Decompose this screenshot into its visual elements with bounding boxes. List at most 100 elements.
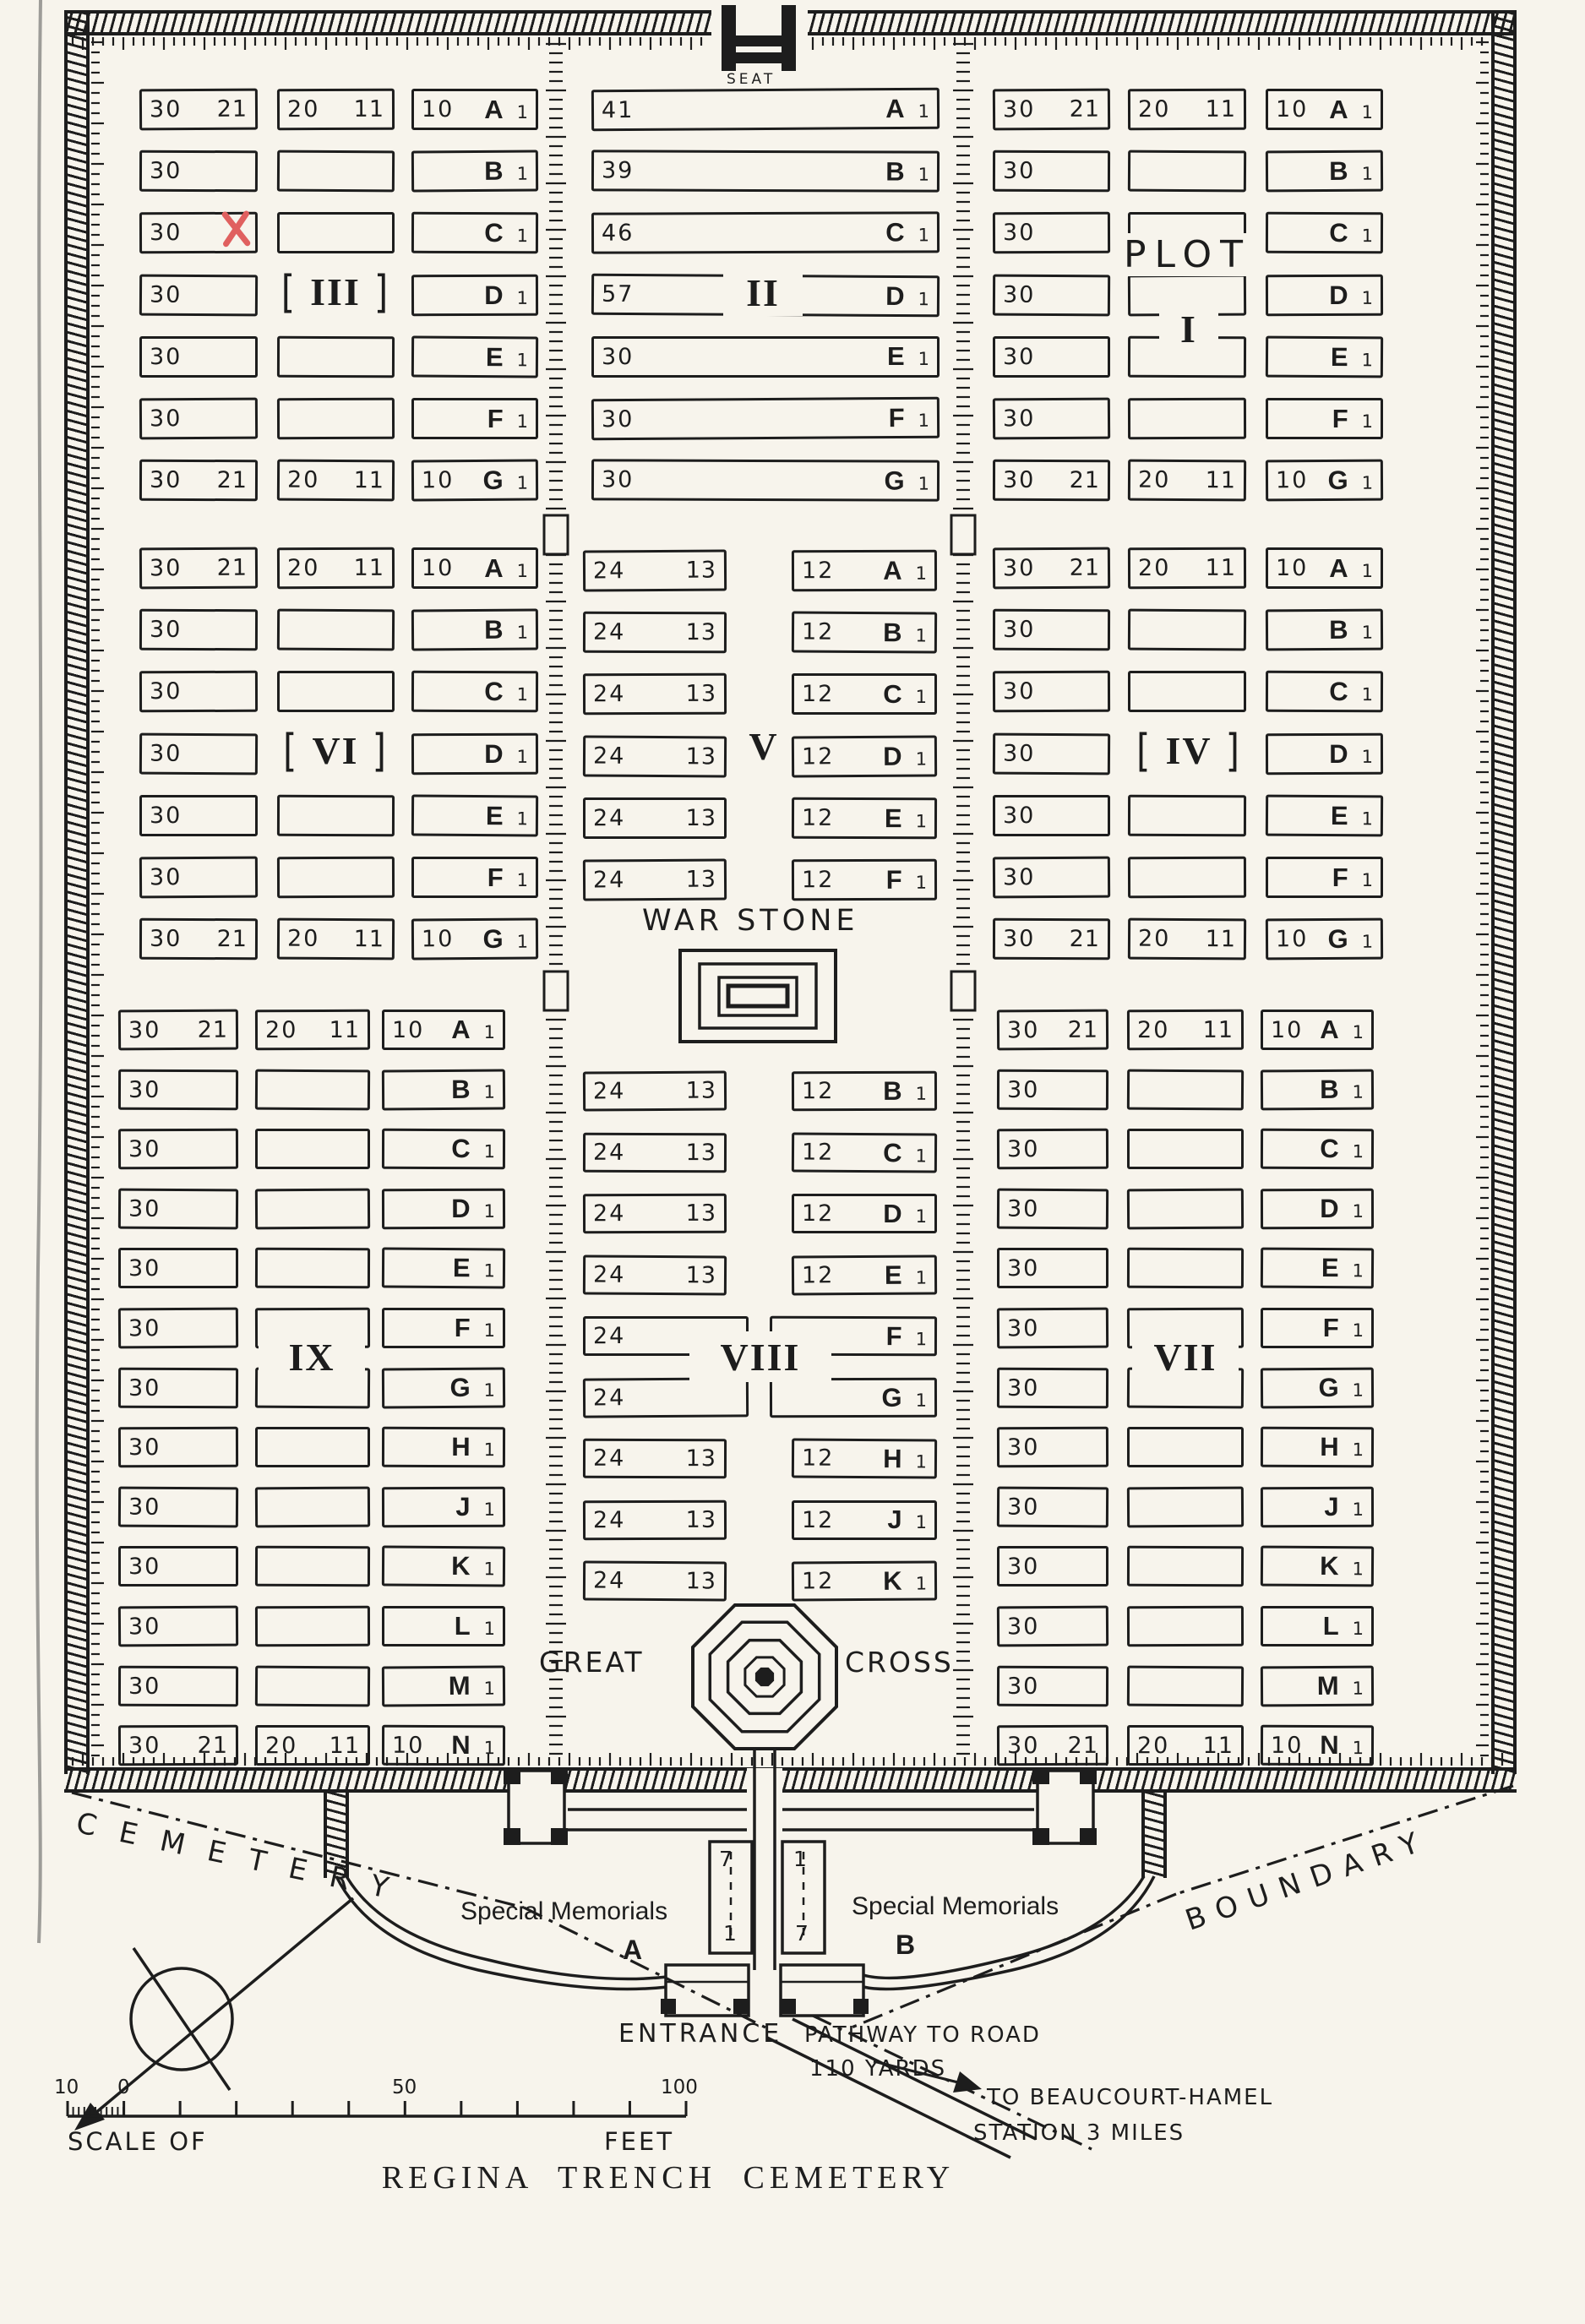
grave-number-left: 12	[801, 618, 835, 645]
row-letter: G	[482, 923, 504, 954]
row-end-group: 11	[1206, 467, 1237, 493]
grave-row-box-IX-E-2	[254, 1248, 371, 1289]
row-letter: D	[1329, 280, 1348, 310]
row-end-group: 13	[686, 1200, 716, 1227]
grave-row-box-III-F-1: 30	[139, 397, 259, 440]
path-gate-mark	[542, 970, 569, 1012]
grave-number-right: 11	[353, 926, 385, 953]
grave-number-one: 1	[1361, 163, 1374, 184]
plot-label-ii: II	[723, 269, 803, 316]
grave-row-box-VI-F-1: 30	[139, 856, 259, 899]
grave-number-one: 1	[483, 1619, 495, 1639]
station-note-line1: TO BEAUCOURT-HAMEL	[987, 2085, 1274, 2110]
plot-number: III	[310, 269, 361, 313]
grave-number-left: 20	[286, 466, 320, 494]
grave-number-right: 13	[685, 681, 717, 708]
grave-number-one: 1	[1361, 349, 1374, 370]
cemetery-wall-left	[64, 10, 90, 1774]
grave-number-one: 1	[918, 225, 930, 246]
grave-number-one: 1	[516, 622, 529, 643]
row-letter: A	[451, 1015, 471, 1044]
boundary-dashdot-right	[851, 1892, 1177, 2029]
grave-number-left: 30	[1002, 864, 1036, 891]
grave-number-left: 24	[592, 1261, 626, 1288]
grave-row-box-III-E-1: 30	[139, 335, 258, 378]
path-gate-mark	[950, 514, 977, 556]
grave-number-left: 30	[149, 467, 182, 494]
row-letter: B	[1320, 1074, 1339, 1104]
grave-number-left: 12	[802, 1200, 835, 1227]
grave-row-box-IX-F-1: 30	[117, 1307, 239, 1349]
grave-number-left: 10	[422, 555, 455, 581]
scan-streak	[35, 0, 43, 1944]
grave-number-one: 1	[1361, 622, 1374, 643]
row-letter: C	[885, 217, 905, 248]
grave-number-one: 1	[1352, 1499, 1364, 1520]
grave-number-one: 1	[1352, 1440, 1364, 1461]
grave-number-left: 12	[801, 558, 835, 585]
plan-rect	[1080, 1828, 1097, 1845]
grave-number-one: 1	[516, 286, 529, 308]
grave-number-left: 12	[801, 743, 835, 770]
row-letter: B	[484, 155, 504, 186]
grave-number-left: 30	[1002, 678, 1036, 705]
row-letter: G	[449, 1372, 471, 1402]
entrance-label: ENTRANCE	[618, 2019, 783, 2049]
grave-row-box-VII-K-1: 30	[997, 1546, 1108, 1587]
grave-number-left: 30	[1002, 740, 1036, 767]
grave-row-box-IV-B-2	[1127, 608, 1247, 651]
memorial-strip-b-top: 1	[793, 1847, 807, 1871]
grave-row-box-III-B-1: 30	[139, 150, 259, 193]
grave-row-box-VI-B-1: 30	[139, 608, 259, 651]
row-letter: A	[1329, 94, 1348, 124]
grave-number-one: 1	[915, 1266, 928, 1287]
row-letter: F	[885, 1320, 902, 1351]
plan-rect	[551, 1767, 568, 1784]
grave-number-left: 20	[286, 925, 320, 953]
seat-label: SEAT	[727, 71, 776, 88]
grave-row-box-VIII-D-1: 24 13	[582, 1193, 727, 1234]
grave-row-box-VII-F-1: 30	[996, 1307, 1109, 1349]
grave-number-left: 24	[592, 1200, 626, 1227]
row-letter: B	[484, 614, 504, 645]
grave-number-one: 1	[1352, 1559, 1364, 1580]
grave-row-box-VII-D-1: 30	[996, 1188, 1109, 1230]
grave-number-one: 1	[915, 1450, 928, 1472]
grave-number-right: 21	[216, 95, 248, 122]
grave-number-left: 30	[601, 405, 635, 433]
grave-number-left: 30	[149, 405, 182, 433]
grave-row-box-IX-M-1: 30	[117, 1665, 239, 1706]
grave-number-left: 30	[128, 1553, 161, 1580]
grave-number-left: 57	[601, 280, 635, 308]
row-end-group: 11	[1206, 555, 1236, 581]
pathway-line	[792, 2017, 1037, 2141]
war-stone	[717, 976, 798, 1017]
